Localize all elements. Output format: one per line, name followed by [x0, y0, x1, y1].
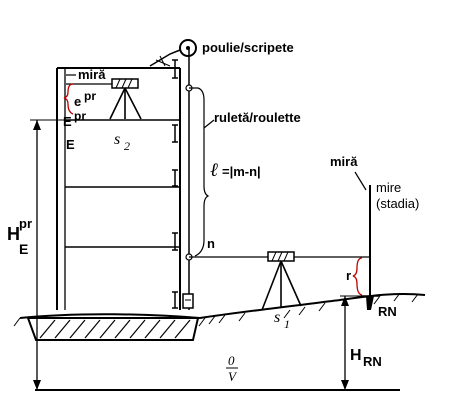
tape-weight: [182, 293, 194, 309]
e-pr-brace: [63, 83, 74, 115]
label-tape: ruletă/roulette: [214, 110, 301, 125]
label-staff-top: miră: [78, 67, 106, 82]
label-datum-bottom: V: [228, 369, 238, 384]
h-e-pr-arrow-top: [33, 120, 41, 130]
label-RN: RN: [378, 304, 397, 319]
level-s2-leg-right: [124, 87, 142, 120]
label-datum-top: 0: [228, 353, 235, 368]
label-s1-sub: 1: [284, 317, 290, 331]
label-e-sup: pr: [84, 89, 96, 103]
label-E-top-sup: pr: [74, 109, 86, 123]
label-H: H: [7, 224, 20, 244]
dimension-h-e-pr: [30, 119, 65, 390]
r-brace: [352, 257, 363, 296]
label-s1: s: [274, 309, 280, 326]
tape-leader: [203, 119, 215, 129]
label-n: n: [207, 236, 215, 251]
label-staff-right-fr2: (stadia): [376, 196, 419, 211]
tape-length-brace: [189, 87, 210, 257]
label-E-bottom: E: [66, 137, 75, 152]
label-e: e: [74, 94, 81, 109]
label-H-sup: pr: [19, 216, 32, 231]
label-H-RN: H: [350, 347, 362, 364]
bracket-4: [172, 232, 178, 251]
bracket-top: [172, 59, 178, 79]
pulley-support-brace: [155, 55, 171, 67]
label-pulley: poulie/scripete: [202, 40, 294, 55]
level-s1-leg-right: [280, 260, 302, 307]
level-s2-leg-left: [109, 87, 126, 120]
ground-line: [19, 292, 426, 320]
label-r: r: [346, 268, 351, 283]
label-ell: ℓ: [210, 160, 218, 181]
label-s2-sub: 2: [124, 139, 130, 153]
h-rn-arrow-bottom: [341, 380, 349, 390]
foundation: [26, 317, 200, 341]
bracket-3: [172, 169, 178, 187]
h-rn-arrow-top: [341, 296, 349, 306]
pulley-support: [149, 49, 181, 67]
dimension-h-rn: [340, 295, 366, 390]
label-H-sub: E: [19, 241, 28, 257]
label-staff-right-ro: miră: [330, 154, 358, 169]
level-s2: [109, 78, 142, 120]
label-E-top: E: [63, 114, 72, 129]
label-ell-formula: =|m-n|: [222, 164, 261, 179]
staff-right-leader: [354, 171, 367, 191]
bracket-5: [172, 291, 178, 309]
label-staff-right-fr1: mire: [376, 180, 401, 195]
h-e-pr-arrow-bottom: [33, 380, 41, 390]
label-H-RN-sub: RN: [363, 354, 382, 369]
level-s1: [261, 251, 302, 311]
bracket-2: [172, 124, 178, 143]
building: [56, 59, 181, 310]
label-s2: s: [114, 131, 120, 148]
benchmark-rn: [366, 296, 374, 310]
pulley: [149, 39, 197, 67]
level-s1-leg-left: [261, 260, 282, 311]
foundation-block: [26, 317, 200, 341]
